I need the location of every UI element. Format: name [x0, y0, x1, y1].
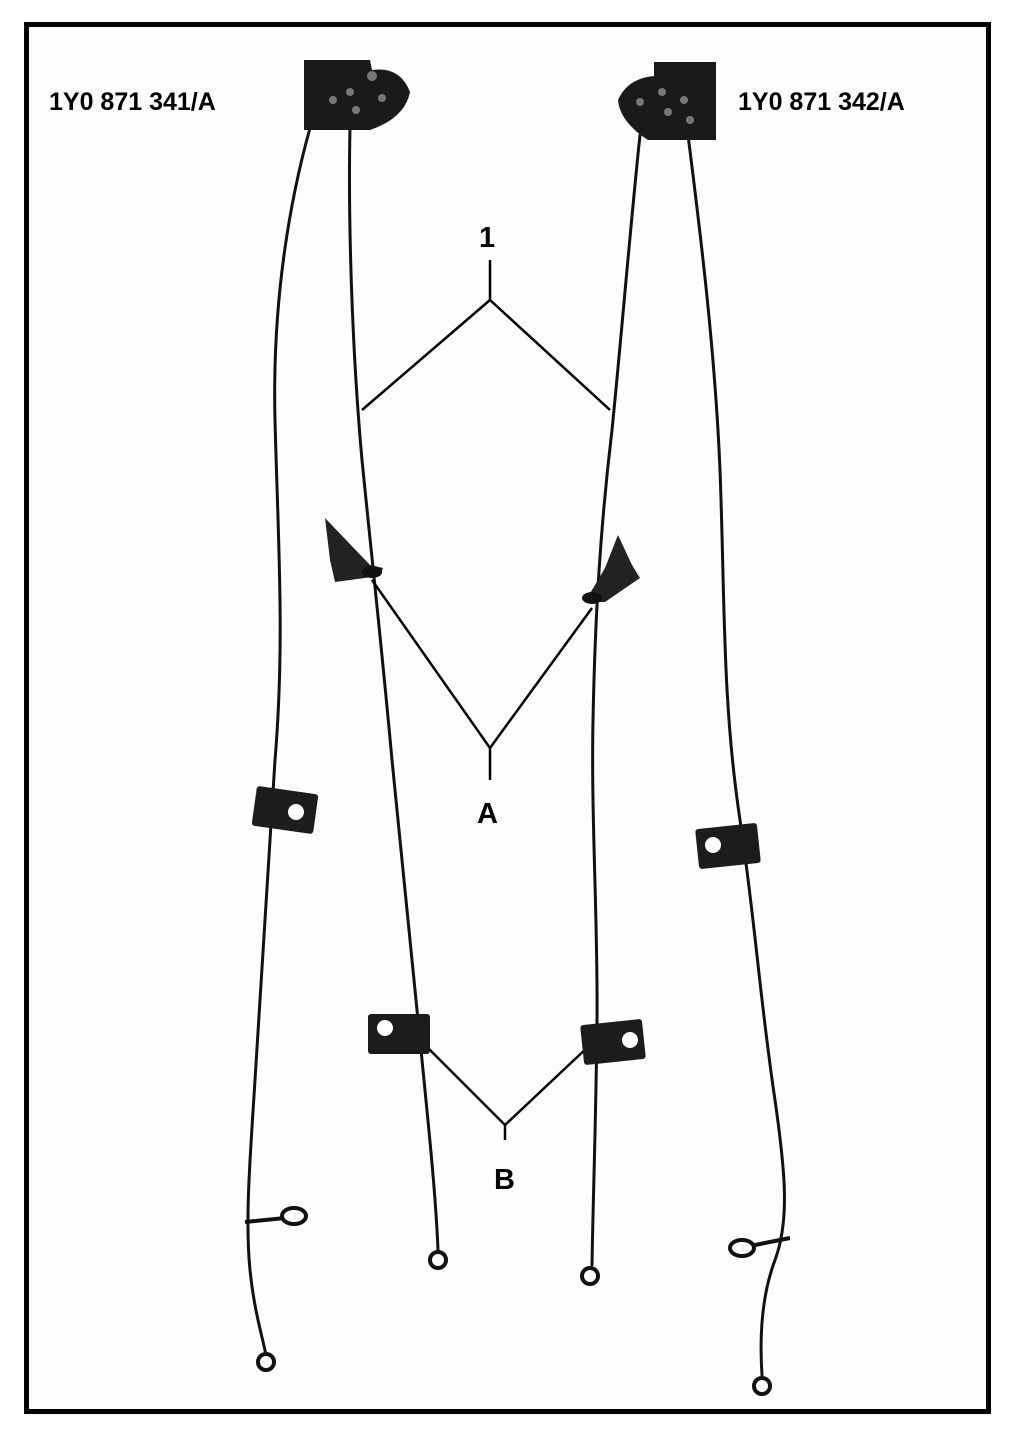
- ring-terminal-right-inner: [580, 1266, 600, 1286]
- part-number-right: 1Y0 871 342/A: [738, 88, 905, 116]
- ring-terminal-left-mid: [244, 1206, 308, 1226]
- clip-a-right: [582, 535, 640, 604]
- leader-a-right: [488, 607, 594, 749]
- clip-outer-right: [695, 823, 761, 869]
- leader-1-left: [361, 260, 492, 411]
- ring-terminal-left-bottom: [256, 1352, 276, 1372]
- right-connector-block: [618, 62, 716, 140]
- clip-outer-left: [251, 786, 319, 834]
- ring-terminal-right-bottom: [752, 1376, 772, 1396]
- right-outer-wire: [686, 133, 786, 1377]
- ring-terminal-right-mid: [728, 1236, 791, 1258]
- callout-1-label: 1: [479, 222, 496, 254]
- left-inner-wire: [348, 126, 440, 1252]
- ring-terminal-left-inner: [428, 1250, 448, 1270]
- right-inner-wire: [590, 133, 642, 1267]
- leader-1-right: [489, 299, 611, 411]
- clip-a-left: [325, 518, 383, 582]
- part-number-left: 1Y0 871 341/A: [49, 88, 216, 116]
- clip-b-left: [368, 1014, 430, 1054]
- leader-b-right: [504, 1044, 591, 1126]
- left-outer-wire: [246, 126, 312, 1357]
- leader-b-left: [419, 1039, 507, 1140]
- callout-a-label: A: [477, 798, 498, 830]
- left-connector-block: [304, 60, 410, 130]
- diagram-frame: [24, 22, 991, 1414]
- callout-b-label: B: [494, 1164, 515, 1196]
- clip-b-right: [580, 1019, 646, 1065]
